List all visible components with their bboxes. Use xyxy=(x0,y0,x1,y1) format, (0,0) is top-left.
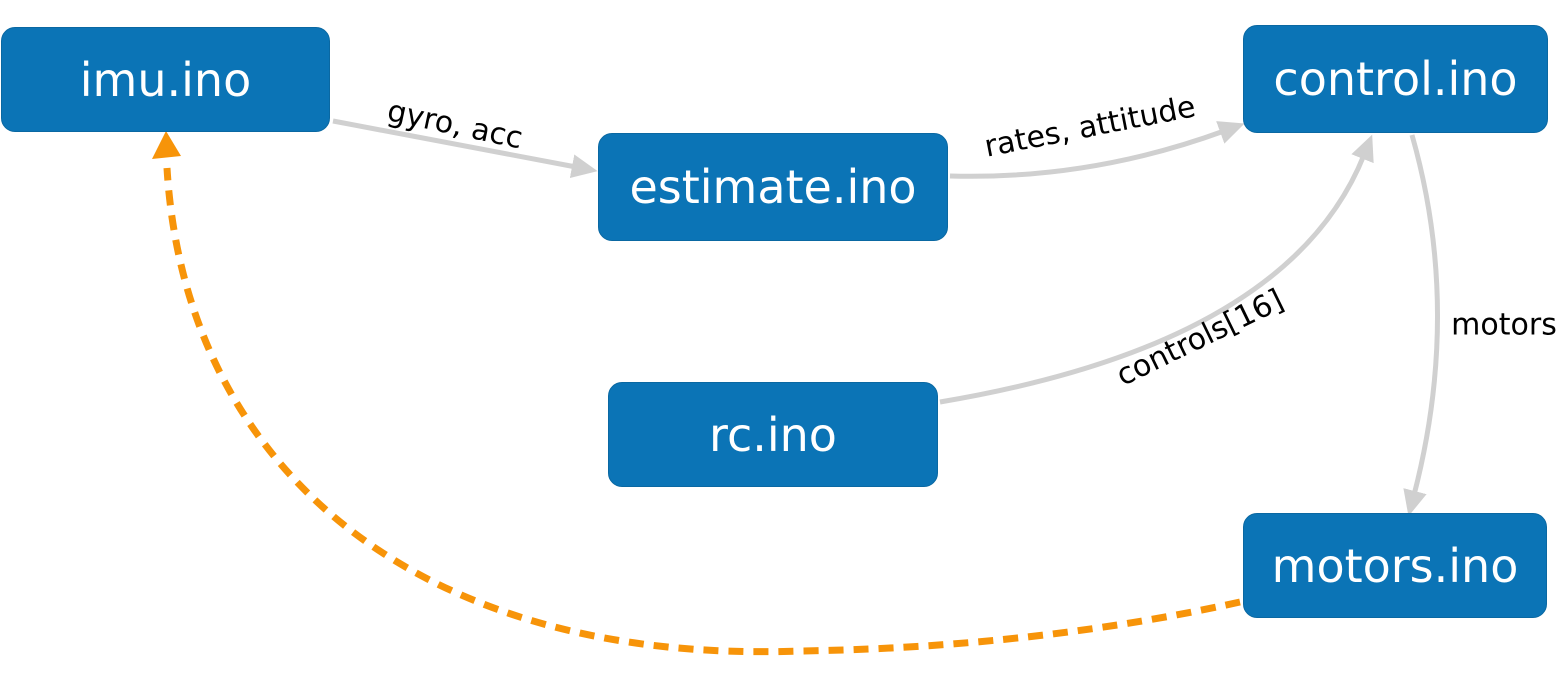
edge-estimate-to-control xyxy=(949,121,1245,179)
node-motors-ino: motors.ino xyxy=(1243,513,1547,618)
node-estimate-ino: estimate.ino xyxy=(598,133,948,241)
node-rc-ino: rc.ino xyxy=(608,382,938,487)
node-control-ino: control.ino xyxy=(1243,25,1548,133)
node-control-label: control.ino xyxy=(1273,52,1518,106)
node-imu-ino: imu.ino xyxy=(1,27,330,132)
node-estimate-label: estimate.ino xyxy=(629,160,917,214)
node-rc-label: rc.ino xyxy=(709,407,837,462)
edge-label-motors: motors xyxy=(1451,307,1557,343)
dashed-arrowhead-icon xyxy=(152,131,181,159)
edge-imu-to-estimate xyxy=(332,118,598,179)
node-motors-label: motors.ino xyxy=(1271,538,1519,593)
node-imu-label: imu.ino xyxy=(79,52,252,107)
edge-control-to-motors xyxy=(1403,134,1440,517)
edge-motors-to-imu-dashed xyxy=(163,167,1241,656)
edge-rc-to-control xyxy=(939,134,1374,405)
